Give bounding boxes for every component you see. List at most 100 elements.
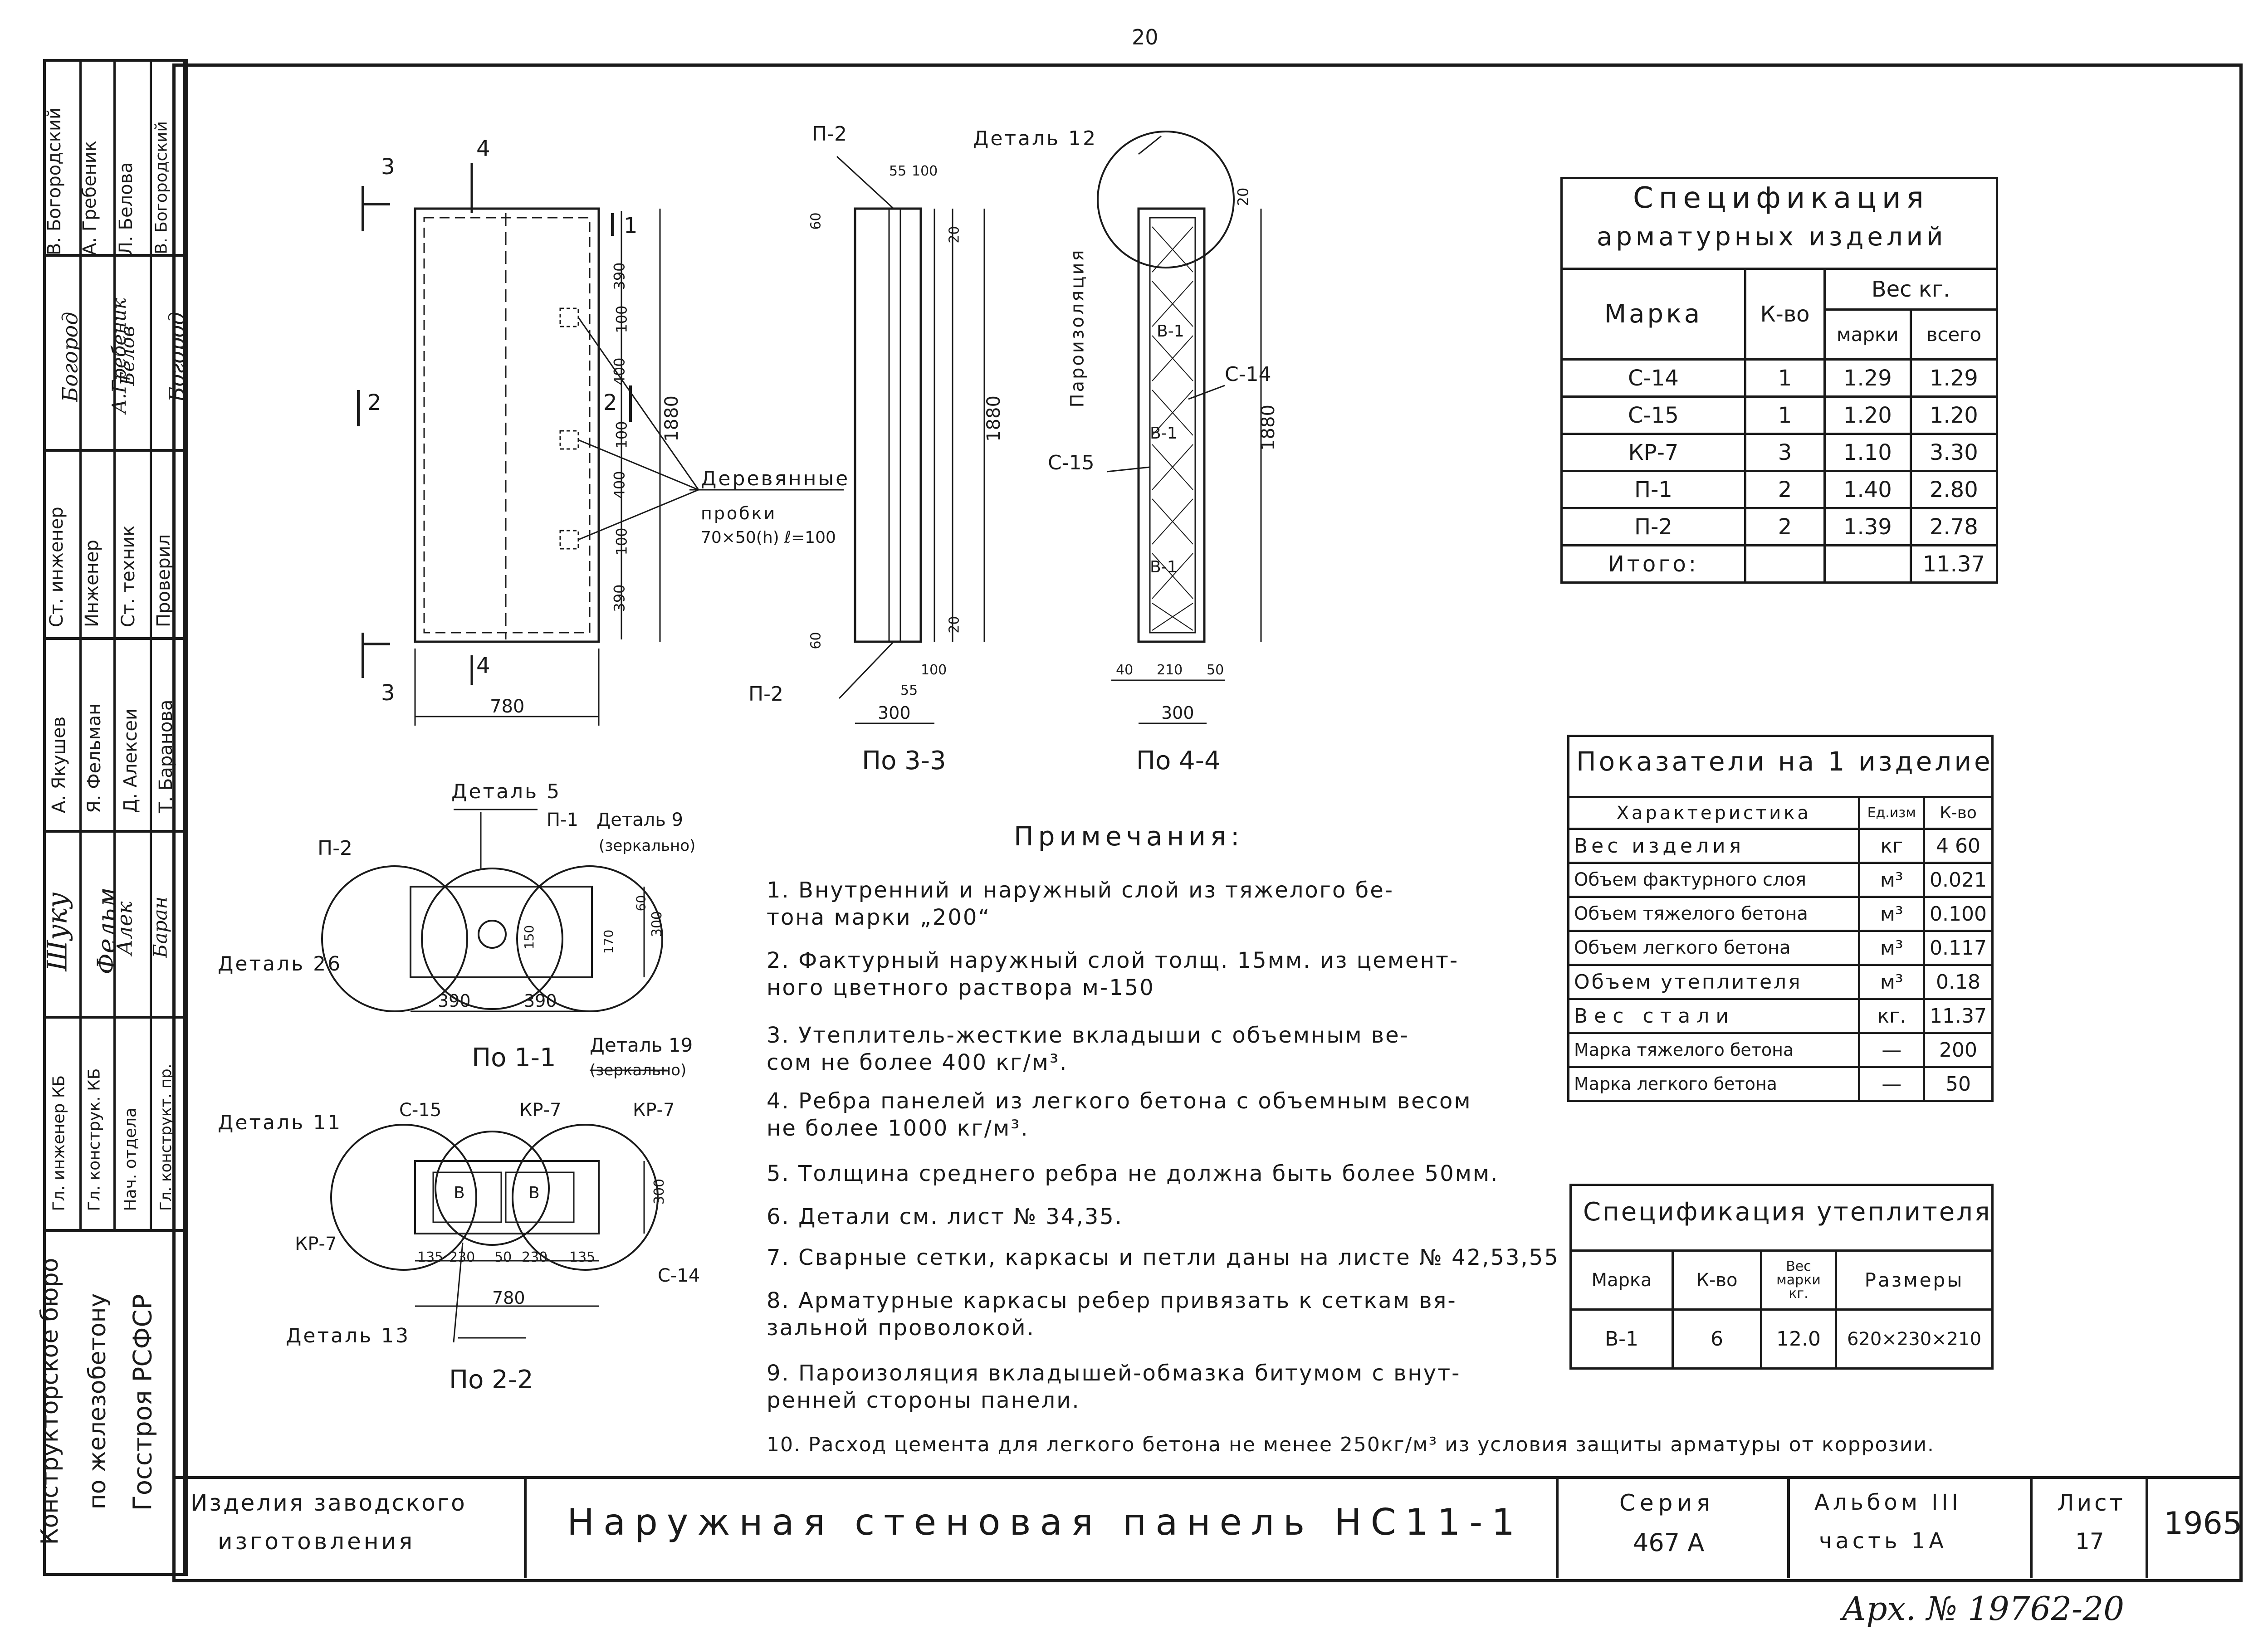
s11-dim-170: 170 (601, 929, 616, 954)
title-block (172, 1476, 2239, 1579)
insulation-table: Марка К-во Вес марки кг. Размеры В-1 6 1… (1569, 1249, 1994, 1370)
s33-caption: По 3-3 (862, 746, 946, 776)
spec-col-total: всего (1909, 308, 1999, 361)
drawing-title: Наружная стеновая панель НС11-1 (567, 1501, 1524, 1543)
s33-dim-100b: 100 (921, 662, 947, 678)
part-label: часть 1А (1819, 1528, 1948, 1554)
s22-detail19: Деталь 19 (590, 1034, 693, 1056)
spec-reinforcement-title-box (1560, 177, 1998, 268)
panel-front-outline (414, 207, 600, 643)
note-line-10: 6. Детали см. лист № 34,35. (767, 1204, 1124, 1229)
s44-detail: Деталь 12 (973, 127, 1098, 150)
dim-width-front: 780 (490, 696, 525, 717)
dim-390-top: 390 (611, 262, 628, 290)
s22-detail11: Деталь 11 (218, 1111, 342, 1134)
spec-col-weight: Вес кг. (1823, 268, 1998, 311)
insulation-title: Спецификация утеплителя (1583, 1197, 1992, 1227)
s33-dim-300: 300 (878, 703, 911, 723)
leader-sub2: 70×50(h) ℓ=100 (701, 528, 836, 547)
s11-dim-300: 300 (649, 911, 665, 937)
dim-390-bottom: 390 (611, 584, 628, 612)
s11-p1: П-1 (547, 810, 578, 830)
s22-dim-135a: 135 (417, 1249, 444, 1265)
s33-p2-top: П-2 (812, 122, 847, 146)
table-row: Марка легкого бетона—50 (1567, 1066, 1994, 1102)
mark-3-bottom: 3 (381, 680, 395, 706)
note-line-2: тона марки „200“ (767, 905, 991, 930)
s22-mirror: (зеркально) (590, 1061, 687, 1079)
s22-dim-135b: 135 (569, 1249, 596, 1265)
note-line-11: 7. Сварные сетки, каркасы и петли даны н… (767, 1245, 1559, 1270)
note-line-3: 2. Фактурный наружный слой толщ. 15мм. и… (767, 948, 1459, 973)
s22-c14: С-14 (658, 1265, 700, 1286)
note-line-15: ренней стороны панели. (767, 1388, 1080, 1413)
s11-dim-60: 60 (633, 895, 649, 912)
spec-col-mark: Марка (1560, 268, 1746, 361)
s22-dim-300: 300 (651, 1178, 668, 1205)
s33-dim-60: 60 (808, 212, 824, 230)
insulation-title-box (1569, 1184, 1994, 1249)
s33-dim-20: 20 (946, 226, 963, 244)
s22-dim-230b: 230 (522, 1249, 548, 1265)
leader-label: Деревянные (701, 467, 850, 490)
s44-dim-20: 20 (1234, 187, 1252, 206)
album-label: Альбом III (1814, 1490, 1962, 1515)
series-value: 467 А (1633, 1528, 1705, 1557)
s33-dim-60b: 60 (808, 632, 824, 649)
s44-dim-210: 210 (1157, 662, 1183, 678)
s22-kp7-b: КР-7 (633, 1100, 675, 1121)
sheet-label: Лист (2057, 1490, 2126, 1516)
s44-caption: По 4-4 (1136, 746, 1221, 776)
dim-100-1: 100 (613, 305, 631, 333)
mark-1: 1 (624, 213, 638, 239)
mark-2-left: 2 (367, 390, 381, 415)
s22-kp7-a: КР-7 (519, 1100, 562, 1121)
panel-front-inner (423, 217, 591, 634)
s44-height: 1880 (1257, 405, 1279, 451)
s33-dim-55b: 55 (900, 683, 918, 698)
note-line-9: 5. Толщина среднего ребра не должна быть… (767, 1161, 1499, 1186)
note-line-16: 10. Расход цемента для легкого бетона не… (767, 1433, 1935, 1456)
s11-dim-390a: 390 (438, 991, 471, 1011)
spec-col-per-mark: марки (1823, 308, 1912, 361)
s22-dim-780: 780 (492, 1288, 525, 1308)
series-label: Серия (1619, 1490, 1715, 1516)
note-line-7: 4. Ребра панелей из легкого бетона с объ… (767, 1088, 1472, 1114)
drawing-frame (172, 63, 2243, 1582)
archive-number: Арх. № 19762-20 (1842, 1590, 2125, 1628)
title-category-2: изготовления (218, 1528, 415, 1555)
note-line-6: сом не более 400 кг/м³. (767, 1050, 1068, 1075)
s11-dim-390b: 390 (524, 991, 557, 1011)
s11-detail26: Деталь 26 (218, 952, 342, 976)
mark-2-right: 2 (603, 390, 617, 415)
mark-4-top: 4 (476, 136, 490, 161)
s44-dim-40: 40 (1116, 662, 1134, 678)
s44-vapor: Пароизоляция (1067, 248, 1088, 408)
s11-mirror: (зеркально) (599, 837, 696, 855)
table-row: Марка тяжелого бетона—200 (1567, 1032, 1994, 1068)
table-row-total: Итого:11.37 (1560, 544, 1999, 584)
s11-caption: По 1-1 (472, 1043, 556, 1073)
s44-b1-a: В-1 (1157, 322, 1184, 341)
spec-reinforcement-title2: арматурных изделий (1597, 222, 1947, 252)
note-line-1: 1. Внутренний и наружный слой из тяжелог… (767, 878, 1394, 903)
spec-col-qty: К-во (1744, 268, 1826, 361)
title-category-1: Изделия заводского (191, 1490, 467, 1516)
s22-dim-50: 50 (494, 1249, 512, 1265)
s11-p2: П-2 (318, 837, 352, 860)
s33-p2-bottom: П-2 (748, 683, 783, 706)
s33-height: 1880 (983, 395, 1004, 442)
note-line-8: не более 1000 кг/м³. (767, 1116, 1029, 1141)
year: 1965 (2164, 1506, 2243, 1541)
s44-c15: С-15 (1048, 451, 1095, 474)
